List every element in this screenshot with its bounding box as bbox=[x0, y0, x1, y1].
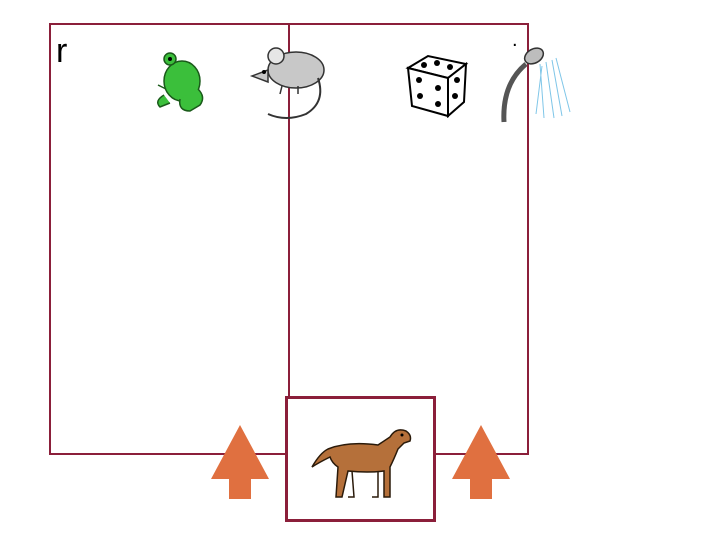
board-divider bbox=[288, 23, 290, 396]
current-picture-box bbox=[285, 396, 436, 522]
up-arrow-right-icon[interactable] bbox=[452, 425, 510, 499]
up-arrow-left-icon[interactable] bbox=[211, 425, 269, 499]
frog-icon[interactable] bbox=[150, 45, 214, 115]
shower-icon[interactable] bbox=[496, 44, 578, 124]
category-letter-right: . bbox=[512, 29, 518, 51]
mouse-icon[interactable] bbox=[246, 42, 330, 124]
dog-icon[interactable] bbox=[308, 423, 418, 503]
category-letter-left: r bbox=[56, 32, 68, 70]
dice-icon[interactable] bbox=[404, 48, 470, 118]
